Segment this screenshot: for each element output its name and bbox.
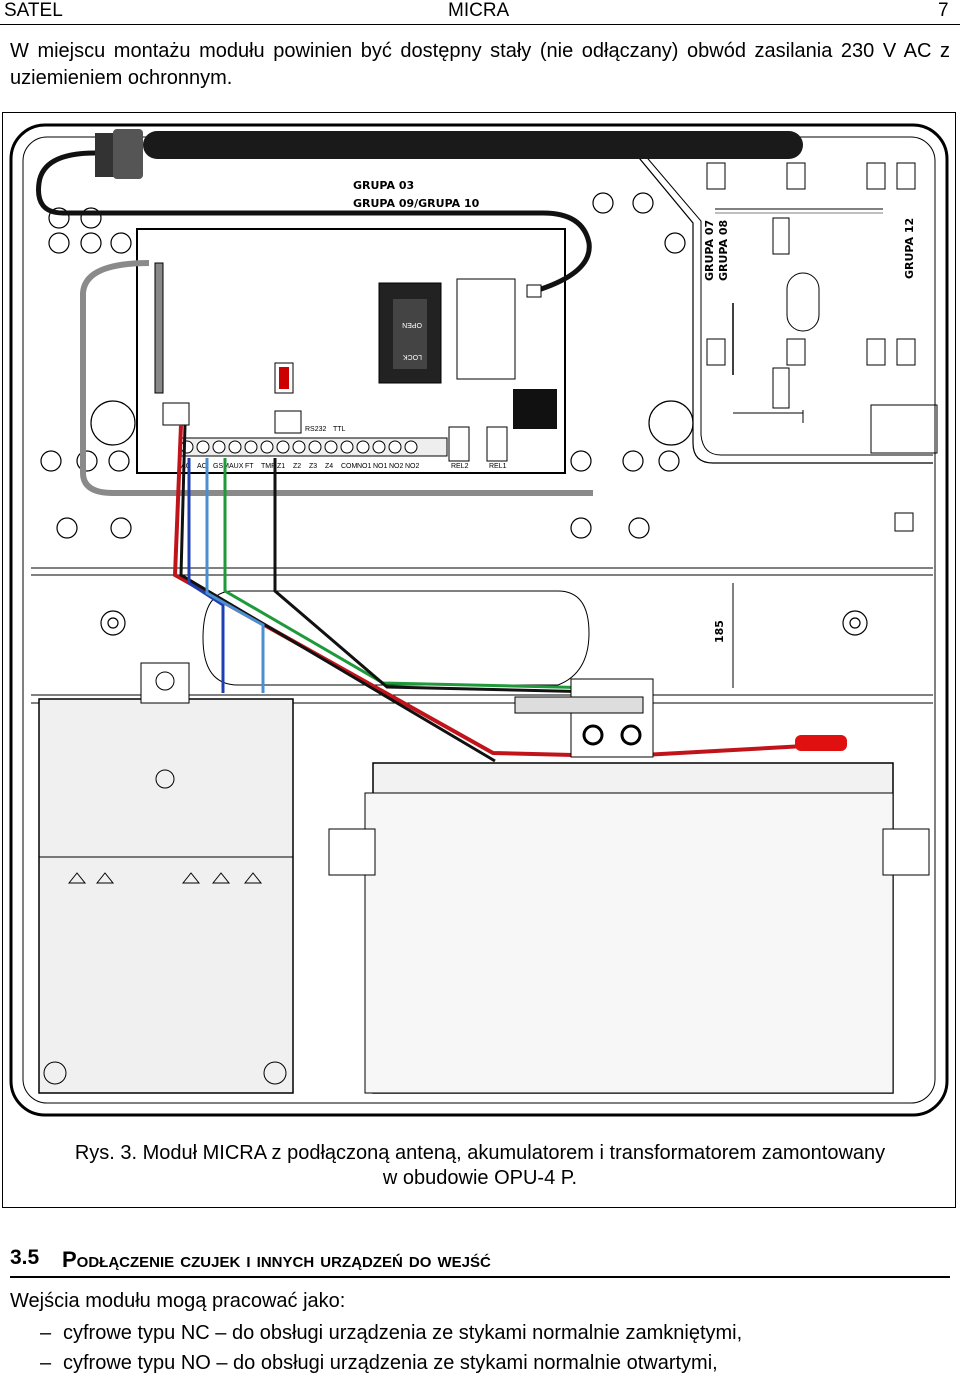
terminal-screw bbox=[196, 440, 210, 454]
battery-red-wire bbox=[172, 424, 824, 757]
page-number: 7 bbox=[938, 0, 949, 21]
terminal-label: REL2 bbox=[451, 463, 469, 470]
battery-black-wire bbox=[179, 424, 496, 763]
terminal-screw bbox=[340, 440, 354, 454]
svg-text:GRUPA 12: GRUPA 12 bbox=[903, 218, 916, 279]
svg-text:RS232: RS232 bbox=[305, 426, 327, 433]
terminal-label: FT bbox=[245, 463, 254, 470]
terminal-label: AC bbox=[181, 463, 191, 470]
ground-wire bbox=[80, 260, 593, 496]
svg-text:OPEN: OPEN bbox=[402, 321, 422, 328]
terminal-label: NO2 bbox=[405, 463, 420, 470]
terminal-screw bbox=[260, 440, 274, 454]
terminal-screw bbox=[356, 440, 370, 454]
terminal-label: Z1 bbox=[277, 463, 285, 470]
terminal-label: Z4 bbox=[325, 463, 333, 470]
terminal-screw bbox=[404, 440, 418, 454]
terminal-screw bbox=[388, 440, 402, 454]
antenna bbox=[143, 131, 803, 159]
tamper-switch bbox=[570, 678, 654, 758]
tamper-green-wire bbox=[223, 458, 644, 691]
tamper-black-wire bbox=[273, 458, 644, 695]
svg-text:GRUPA 03: GRUPA 03 bbox=[353, 179, 414, 192]
transformer bbox=[38, 698, 294, 1094]
terminal-label: REL1 bbox=[489, 463, 507, 470]
terminal-screw bbox=[244, 440, 258, 454]
intro-paragraph: W miejscu montażu modułu powinien być do… bbox=[10, 40, 950, 89]
terminal-screw bbox=[292, 440, 306, 454]
terminal-label: Z2 bbox=[293, 463, 301, 470]
header-brand: SATEL bbox=[4, 0, 63, 21]
terminal-label: NO2 bbox=[389, 463, 404, 470]
antenna-cable bbox=[36, 150, 592, 294]
battery-terminal-clip bbox=[795, 735, 847, 751]
terminal-label: COM bbox=[341, 463, 358, 470]
terminal-screw bbox=[180, 440, 194, 454]
terminal-screw bbox=[276, 440, 290, 454]
gsm-connector bbox=[513, 389, 557, 429]
terminal-label: Z3 bbox=[309, 463, 317, 470]
terminal-label: GSM bbox=[213, 463, 229, 470]
terminal-label: AC bbox=[197, 463, 207, 470]
terminal-screw bbox=[372, 440, 386, 454]
svg-text:LOCK: LOCK bbox=[403, 353, 422, 360]
svg-text:GRUPA 09/GRUPA 10: GRUPA 09/GRUPA 10 bbox=[353, 197, 480, 210]
page-header: SATEL MICRA 7 bbox=[0, 0, 960, 25]
section-number: 3.5 bbox=[10, 1246, 40, 1269]
svg-text:TTL: TTL bbox=[333, 426, 346, 433]
transformer-lightblue-wire bbox=[205, 458, 265, 693]
header-title: MICRA bbox=[448, 0, 510, 21]
dim-185-label: 185 bbox=[713, 620, 726, 643]
terminal-label: TMP bbox=[261, 463, 276, 470]
terminal-screw bbox=[228, 440, 242, 454]
terminal-screw bbox=[308, 440, 322, 454]
svg-text:GRUPA 07: GRUPA 07 bbox=[703, 220, 716, 281]
body-paragraph: Wejścia modułu mogą pracować jako: bbox=[10, 1290, 346, 1312]
pcb-board bbox=[136, 228, 566, 474]
figure-caption: Rys. 3. Moduł MICRA z podłączoną anteną,… bbox=[74, 1142, 886, 1189]
terminal-screw bbox=[212, 440, 226, 454]
section-heading: 3.5 Podłączenie czujek i innych urządzeń… bbox=[10, 1244, 950, 1278]
section-title: Podłączenie czujek i innych urządzeń do … bbox=[62, 1247, 491, 1272]
terminal-screw bbox=[324, 440, 338, 454]
svg-text:GRUPA 08: GRUPA 08 bbox=[717, 220, 730, 281]
terminal-label: NO1 bbox=[357, 463, 372, 470]
terminal-label: AUX bbox=[229, 463, 244, 470]
terminal-label: NO1 bbox=[373, 463, 388, 470]
